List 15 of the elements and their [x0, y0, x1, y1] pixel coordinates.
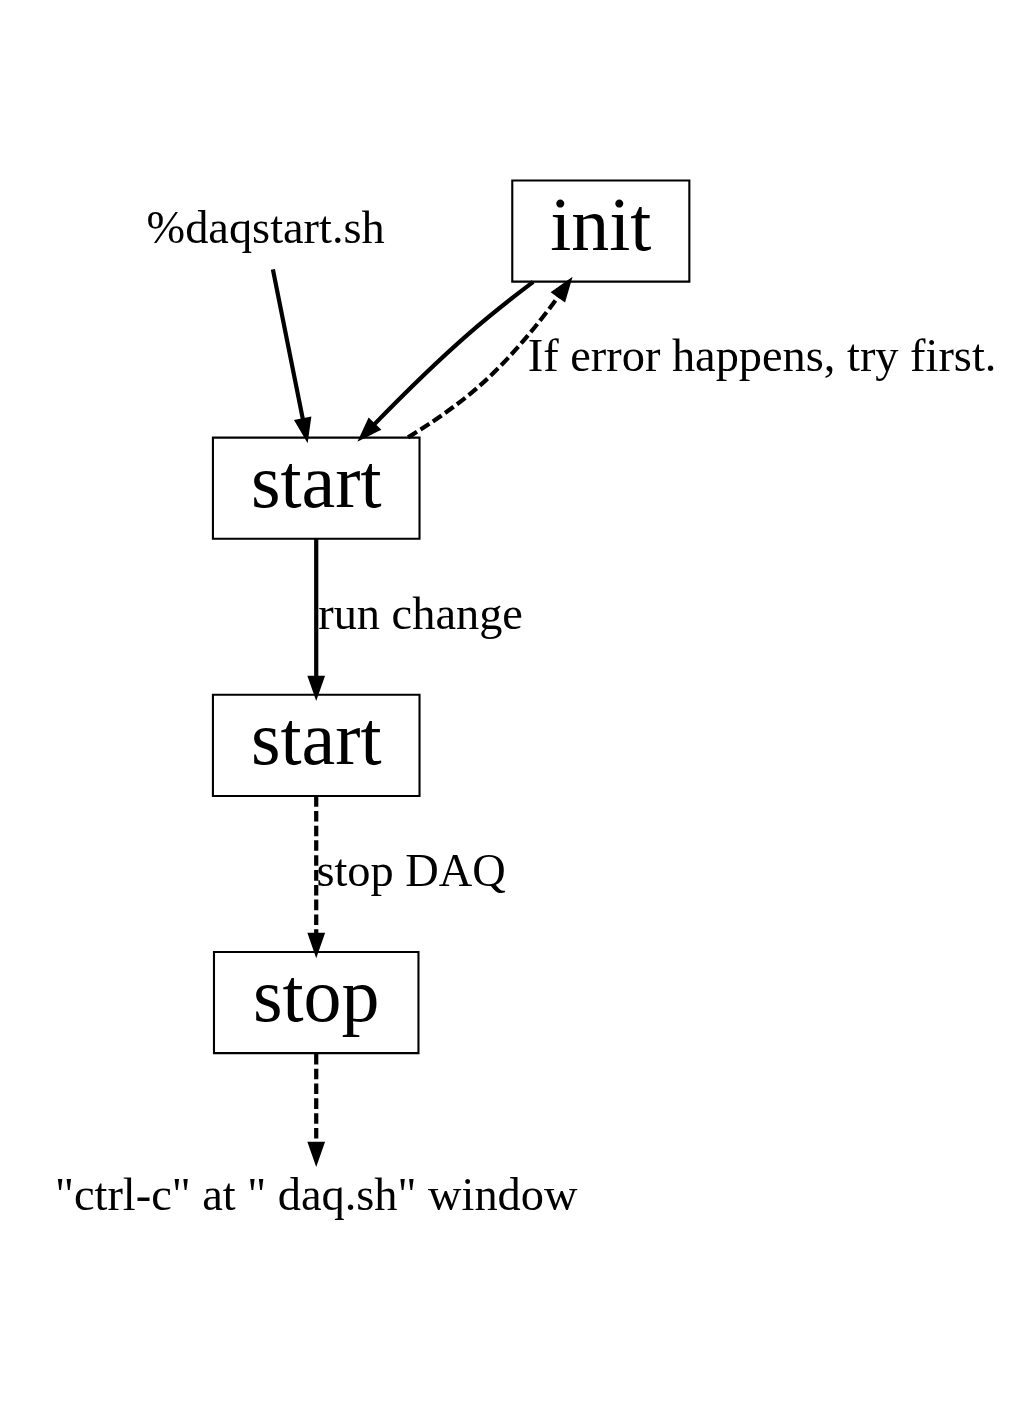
node-box: start: [211, 436, 421, 540]
arrow: [307, 539, 326, 702]
arrow: [307, 796, 326, 959]
node-text: "ctrl-c" at " daq.sh" window: [55, 1169, 578, 1221]
arrow: [357, 280, 535, 442]
edge-label: run change: [318, 587, 523, 639]
arrow: [406, 276, 573, 440]
edge-label: stop DAQ: [316, 844, 506, 896]
node-box: init: [511, 179, 691, 283]
edge-label: If error happens, try first.: [527, 330, 997, 382]
node-box: stop: [212, 950, 420, 1055]
node-box: start: [211, 693, 421, 798]
arrow: [307, 1054, 326, 1167]
arrow: [270, 268, 312, 444]
node-text: %daqstart.sh: [146, 201, 385, 253]
